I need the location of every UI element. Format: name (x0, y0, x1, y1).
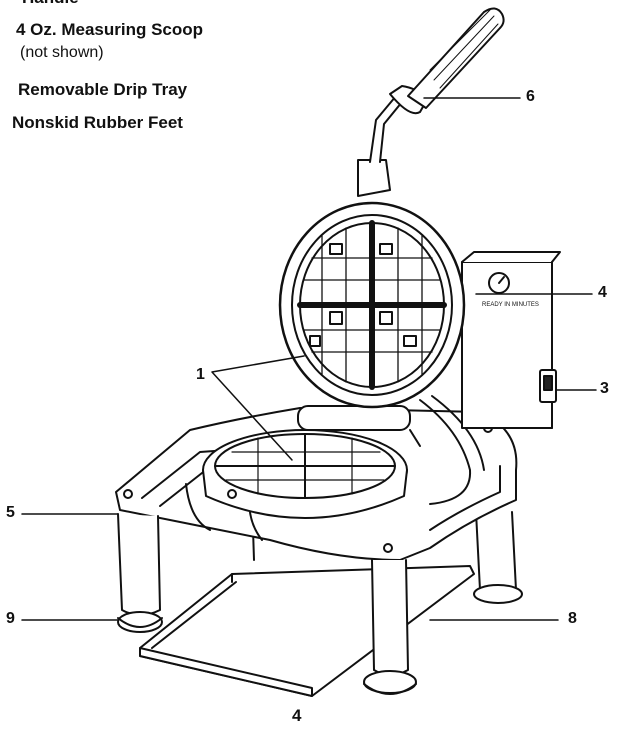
indicator-label: READY IN MINUTES (482, 302, 539, 308)
top-waffle-plate (278, 159, 466, 409)
callout-1: 1 (196, 366, 205, 383)
legend-rubber-feet: Nonskid Rubber Feet (12, 113, 183, 132)
legend-measuring-scoop: 4 Oz. Measuring Scoop (16, 20, 204, 39)
legend-handle: Handle (22, 0, 79, 8)
callout-9: 9 (6, 610, 15, 627)
callout-3: 3 (600, 380, 609, 397)
legend-drip-tray: Removable Drip Tray (18, 80, 188, 99)
callout-leaders (21, 97, 597, 621)
page-number: 4 (292, 706, 302, 725)
drip-tray (139, 565, 475, 697)
callout-8: 8 (568, 610, 577, 627)
callout-5: 5 (6, 504, 15, 521)
back-legs (251, 497, 523, 604)
hinge (297, 395, 485, 505)
control-box (461, 251, 561, 429)
front-legs (117, 513, 417, 695)
callout-4: 4 (598, 284, 607, 301)
legend-scoop-note: (not shown) (20, 44, 104, 61)
handle-assembly (369, 7, 505, 163)
callout-6: 6 (526, 88, 535, 105)
bottom-waffle-plate (202, 429, 408, 519)
